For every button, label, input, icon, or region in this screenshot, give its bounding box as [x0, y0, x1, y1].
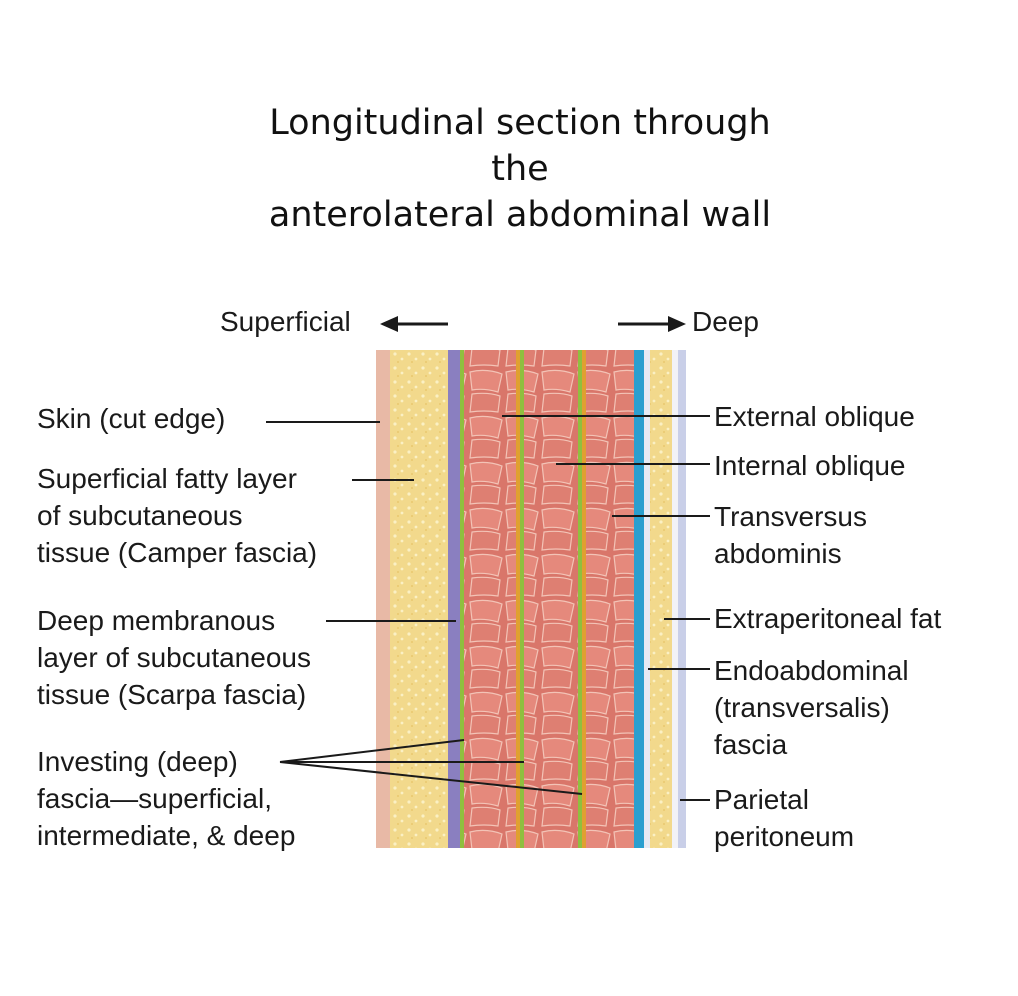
camper-fascia-layer: [390, 350, 448, 848]
transversus-label-line-2: abdominis: [714, 538, 842, 569]
external-oblique-layer: [464, 350, 516, 848]
title-line-1: Longitudinal section through: [269, 103, 771, 143]
investing-fascia-intermediate: [516, 350, 520, 848]
endoabdominal-label-line-1: Endoabdominal: [714, 655, 909, 686]
camper-label-line-2: of subcutaneous: [37, 500, 243, 531]
extraperitoneal-label: Extraperitoneal fat: [714, 603, 942, 634]
parietal-label-line-2: peritoneum: [714, 821, 855, 852]
camper-label-line-3: tissue (Camper fascia): [37, 537, 318, 568]
title-line-3: anterolateral abdominal wall: [268, 195, 772, 235]
investing-leader-superficial: [279, 739, 465, 763]
diagram-title: Longitudinal section through the anterol…: [200, 100, 840, 238]
investing-leader-deep: [279, 761, 583, 795]
transversus-abdominis-layer: [586, 350, 634, 848]
transversus-label-line-1: Transversus: [714, 501, 868, 532]
parietal-label-line-1: Parietal: [714, 784, 809, 815]
investing-fascia-superficial: [460, 350, 464, 848]
scarpa-label-line-3: tissue (Scarpa fascia): [37, 679, 307, 710]
skin-layer: [376, 350, 390, 848]
parietal-peritoneum-layer: [672, 350, 678, 848]
external-oblique-label: External oblique: [714, 401, 915, 432]
internal-oblique-layer: [524, 350, 578, 848]
extraperitoneal-fat-layer: [650, 350, 672, 848]
deep-arrow: [618, 316, 686, 332]
internal-oblique-label: Internal oblique: [714, 450, 906, 481]
investing-label-line-3: intermediate, & deep: [37, 820, 296, 851]
deep-direction-label: Deep: [692, 306, 759, 337]
camper-label-line-1: Superficial fatty layer: [37, 463, 297, 494]
endoabdominal-label-line-2: (transversalis): [714, 692, 890, 723]
endoabdominal-label-line-3: fascia: [714, 729, 788, 760]
scarpa-label-line-1: Deep membranous: [37, 605, 276, 636]
skin-label: Skin (cut edge): [37, 403, 226, 434]
investing-fascia-deep: [578, 350, 582, 848]
title-line-2: the: [491, 149, 549, 189]
transversalis-fascia-layer: [634, 350, 644, 848]
investing-label-line-2: fascia—superficial,: [37, 783, 272, 814]
superficial-arrow: [380, 316, 448, 332]
investing-label-line-1: Investing (deep): [37, 746, 238, 777]
scarpa-fascia-layer: [448, 350, 460, 848]
superficial-direction-label: Superficial: [220, 306, 351, 337]
scarpa-label-line-2: layer of subcutaneous: [37, 642, 311, 673]
